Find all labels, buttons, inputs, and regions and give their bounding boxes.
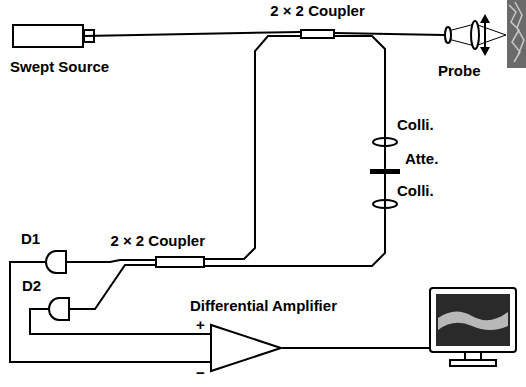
fiber-coupler: 2 × 2 Coupler xyxy=(300,29,335,39)
sample-texture xyxy=(509,2,524,62)
fiber-coupler: 2 × 2 Coupler xyxy=(155,256,205,268)
oct-image xyxy=(438,311,508,330)
photodetector: D1 xyxy=(45,250,67,274)
probe-lens xyxy=(445,27,451,43)
input-sign: − xyxy=(196,364,205,381)
optical-fiber xyxy=(205,36,385,266)
collimator-label: Colli. xyxy=(397,116,434,133)
amplifier-shape xyxy=(211,325,281,371)
monitor xyxy=(430,288,516,352)
input-sign: + xyxy=(196,316,205,333)
optical-fiber xyxy=(67,260,155,262)
photodetector-outline xyxy=(48,297,70,321)
detector-shape xyxy=(49,298,69,320)
sample-image xyxy=(507,0,526,68)
scan-arrowhead xyxy=(480,14,490,56)
scan-arrow xyxy=(484,18,486,52)
probe-label: Probe xyxy=(438,62,481,79)
node-label: 2 × 2 Coupler xyxy=(270,2,365,19)
monitor-stand xyxy=(465,352,481,360)
optical-fiber xyxy=(10,262,210,362)
optical-fiber xyxy=(70,265,155,309)
attenuator-label: Atte. xyxy=(405,150,438,167)
output-wire xyxy=(282,347,430,349)
node-label: Differential Amplifier xyxy=(190,297,337,314)
collimator-label: Colli. xyxy=(397,182,434,199)
detector-shape xyxy=(46,251,66,273)
monitor-screen xyxy=(436,294,510,346)
monitor-base xyxy=(450,360,496,366)
photodetector: D2 xyxy=(48,297,70,321)
probe-lens xyxy=(471,21,479,49)
node-label: D1 xyxy=(21,230,40,247)
node-label: Swept Source xyxy=(10,58,109,75)
photodetector-outline xyxy=(45,250,67,274)
differential-amplifier-outline xyxy=(210,324,282,372)
laser-source: Swept Source xyxy=(12,24,84,48)
node-label: 2 × 2 Coupler xyxy=(110,232,205,249)
node-label: D2 xyxy=(22,277,41,294)
sample-fiber xyxy=(335,33,444,35)
optical-fiber xyxy=(205,36,300,259)
differential-amplifier: Differential Amplifier xyxy=(210,324,282,372)
